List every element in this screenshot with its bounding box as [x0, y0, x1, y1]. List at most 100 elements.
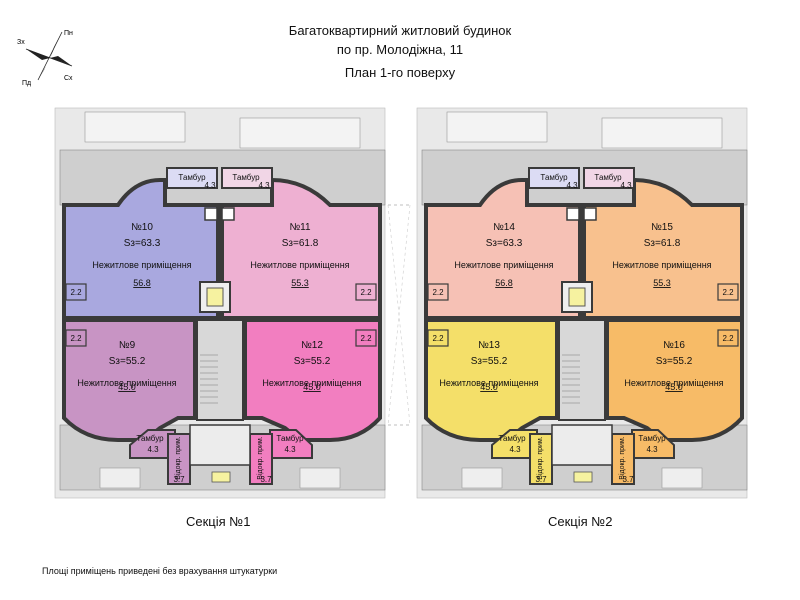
- separate-room-area: 3.7: [173, 475, 185, 484]
- separate-room-label: Відокр. прим.: [256, 436, 264, 479]
- entrance-mat-icon: [211, 471, 231, 483]
- apartment-bottom-left: [62, 318, 197, 442]
- tambur-top-left: [528, 167, 580, 189]
- apartment-usage: Нежитлове приміщення: [624, 378, 723, 388]
- tambur-area: 4.3: [620, 181, 632, 190]
- separate-room-area: 3.7: [535, 475, 547, 484]
- apartment-total-area: Sз=63.3: [486, 238, 523, 249]
- apartment-area-value: 45.0: [480, 382, 498, 392]
- stairs-out-left: [99, 467, 141, 489]
- balcony-top-right: [601, 117, 723, 149]
- apartment-bottom-left: [424, 318, 559, 442]
- entrance-hall: [189, 424, 251, 466]
- balcony-top-left: [84, 111, 186, 143]
- apartment-top-left: [62, 178, 220, 320]
- apartment-usage: Нежитлове приміщення: [612, 260, 711, 270]
- apartment-area-value: 55.3: [291, 278, 309, 288]
- stairwell: [196, 319, 244, 421]
- stairs-out-right: [299, 467, 341, 489]
- title-line-3: План 1-го поверху: [344, 65, 456, 80]
- apartment-area-value: 55.3: [653, 278, 671, 288]
- apartment-total-area: Sз=63.3: [124, 238, 161, 249]
- wc-box: [355, 283, 377, 301]
- tambur-top-left: [166, 167, 218, 189]
- apartment-bottom-right: [605, 318, 744, 442]
- title-line-2: по пр. Молодіжна, 11: [336, 42, 464, 57]
- stairwell: [558, 319, 606, 421]
- wc-area-0: 2.2: [70, 288, 82, 297]
- tambur-label: Тамбур: [498, 434, 526, 443]
- compass-west: Зх: [17, 39, 25, 46]
- apartment-total-area: Sз=55.2: [109, 356, 146, 367]
- wc-box: [65, 329, 87, 347]
- apartment-usage: Нежитлове приміщення: [250, 260, 349, 270]
- apartment-number: №12: [301, 340, 323, 351]
- entrance-mat-icon: [573, 471, 593, 483]
- apartment-total-area: Sз=61.8: [644, 238, 681, 249]
- vent-shaft-icon: [221, 207, 235, 221]
- section-2-title: Секція №2: [548, 514, 613, 529]
- wc-box: [65, 283, 87, 301]
- apartment-total-area: Sз=61.8: [282, 238, 319, 249]
- apartment-number: №16: [663, 340, 685, 351]
- stairs-out-left: [461, 467, 503, 489]
- apartment-number: №15: [651, 222, 673, 233]
- wc-box: [717, 329, 739, 347]
- compass-rose-icon: Пн Зх Пд Сх: [17, 30, 73, 87]
- section-1-title: Секція №1: [186, 514, 251, 529]
- lift-shaft: [561, 281, 593, 313]
- tambur-label: Тамбур: [136, 434, 164, 443]
- apartment-total-area: Sз=55.2: [471, 356, 508, 367]
- wc-box: [717, 283, 739, 301]
- entrance-hall: [551, 424, 613, 466]
- vent-shaft-icon: [583, 207, 597, 221]
- tambur-top-right: [221, 167, 273, 189]
- lift-cabin-icon: [568, 287, 586, 307]
- apartment-area-value: 56.8: [133, 278, 151, 288]
- apartment-number: №9: [119, 340, 136, 351]
- wc-box: [427, 283, 449, 301]
- separate-room-area: 3.7: [260, 475, 272, 484]
- apartment-usage: Нежитлове приміщення: [439, 378, 538, 388]
- tambur-label: Тамбур: [276, 434, 304, 443]
- wc-area-2: 2.2: [70, 334, 82, 343]
- compass-south: Пд: [22, 80, 31, 87]
- apartment-area-value: 45.0: [118, 382, 136, 392]
- tambur-label: Тамбур: [232, 173, 260, 182]
- wc-area-3: 2.2: [360, 334, 372, 343]
- separate-room-label: Відокр. прим.: [174, 436, 182, 479]
- tambur-label: Тамбур: [638, 434, 666, 443]
- tambur-area: 4.3: [566, 181, 578, 190]
- balcony-top-left: [446, 111, 548, 143]
- compass-east: Сх: [64, 75, 73, 82]
- lift-cabin-icon: [206, 287, 224, 307]
- vent-shaft-icon: [204, 207, 218, 221]
- tambur-area: 4.3: [646, 445, 658, 454]
- apartment-bottom-right: [243, 318, 382, 442]
- tambur-label: Тамбур: [594, 173, 622, 182]
- tambur-area: 4.3: [147, 445, 159, 454]
- balcony-top-right: [239, 117, 361, 149]
- wc-area-3: 2.2: [722, 334, 734, 343]
- apartment-area-value: 56.8: [495, 278, 513, 288]
- apartment-number: №14: [493, 222, 515, 233]
- apartment-area-value: 45.0: [665, 382, 683, 392]
- tambur-area: 4.3: [204, 181, 216, 190]
- apartment-number: №13: [478, 340, 500, 351]
- wc-box: [427, 329, 449, 347]
- footnote: Площі приміщень приведені без врахування…: [42, 566, 278, 576]
- wc-area-1: 2.2: [722, 288, 734, 297]
- apartment-usage: Нежитлове приміщення: [262, 378, 361, 388]
- vent-shaft-icon: [566, 207, 580, 221]
- apartment-total-area: Sз=55.2: [656, 356, 693, 367]
- title-line-1: Багатоквартирний житловий будинок: [288, 23, 512, 38]
- wc-box: [355, 329, 377, 347]
- tambur-label: Тамбур: [178, 173, 206, 182]
- wc-area-1: 2.2: [360, 288, 372, 297]
- apartment-area-value: 45.0: [303, 382, 321, 392]
- compass-north: Пн: [64, 30, 73, 37]
- tambur-area: 4.3: [509, 445, 521, 454]
- separate-room-label: Відокр. прим.: [618, 436, 626, 479]
